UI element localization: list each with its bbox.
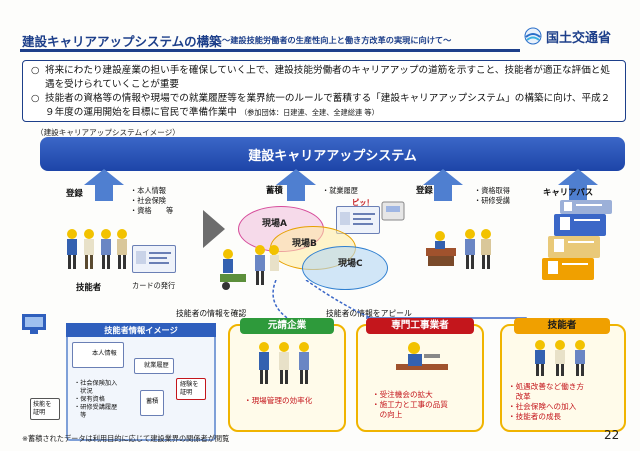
accumulation-label: 蓄積 (266, 185, 283, 195)
registration2-item: ・資格取得 (474, 186, 510, 195)
role-point: ・処遇改善など働き方 (508, 382, 584, 391)
proof-skill-line: 証明 (33, 409, 46, 416)
role-point: ・受注機会の拡大 (372, 390, 433, 399)
proof-skill-box (30, 398, 60, 420)
proof-exp-line: 経験を (180, 381, 199, 388)
info-personal-label: 本人情報 (92, 350, 117, 357)
role-points-worker: ・処遇改善など働き方 改革 ・社会保険への加入 ・技能者の成長 (508, 382, 584, 422)
registration2-item: ・研修受講 (474, 196, 510, 205)
bullet-text: 将来にわたり建設産業の担い手を確保していく上で、建設技能労働者のキャリアアップの… (45, 65, 610, 90)
registration-item: ・資格 等 (130, 206, 174, 215)
career-cards-illustration (542, 200, 612, 280)
page-title: 建設キャリアアップシステムの構築 (22, 34, 222, 49)
up-arrow-icon (558, 169, 598, 201)
registration-label: 登録 (66, 188, 83, 198)
bullet-note: （参加団体：日建連、全建、全建総連 等） (239, 108, 379, 117)
id-card-icon (136, 251, 171, 264)
construction-workers-illustration (67, 229, 127, 269)
training-workers-illustration (426, 229, 491, 269)
info-personal-box (72, 342, 124, 368)
role-point: ・技能者の成長 (508, 412, 562, 421)
flow-confirm-label: 技能者の情報を確認 (176, 309, 247, 318)
ministry-logo: 国土交通省 (524, 26, 628, 46)
registration2-items: ・資格取得 ・研修受講 (474, 186, 510, 206)
computer-icon (22, 314, 46, 334)
up-arrow-icon (84, 169, 124, 201)
registration-item: ・社会保険 (130, 196, 166, 205)
summary-bullet-2: ○ 技能者の資格等の情報や現場での就業履歴等を業界統一のルールで蓄積する「建設キ… (31, 92, 617, 120)
card-reader-icon (381, 201, 405, 221)
role-point: ・社会保険への加入 (508, 402, 577, 411)
accumulation-items: ・就業履歴 (322, 186, 358, 196)
info-qual-item: 状況 (74, 388, 93, 395)
info-qual-item: ・社会保険加入 (74, 380, 118, 387)
info-quals: ・社会保険加入 状況 ・保有資格 ・研修受講履歴 等 (74, 380, 117, 420)
id-card-touch (336, 206, 380, 234)
site-b-label: 現場B (292, 239, 317, 249)
bullet-text: 技能者の資格等の情報や現場での就業履歴等を業界統一のルールで蓄積する「建設キャリ… (45, 93, 611, 118)
site-c-circle (302, 246, 388, 290)
prime-workers-illustration (259, 342, 309, 384)
title-underline (20, 49, 520, 52)
info-qual-item: 等 (74, 412, 87, 419)
site-a-label: 現場A (262, 219, 287, 229)
proof-exp-label: 経験を 証明 (180, 381, 199, 397)
site-workers-illustration (220, 245, 279, 290)
chevron-right-icon (203, 210, 225, 248)
ministry-name: 国土交通省 (546, 31, 612, 46)
footnote: ※蓄積されたデータは利用目的に応じて建設業界の関係者が閲覧 (22, 434, 230, 443)
info-stamp-label: 蓄積 (146, 398, 159, 405)
info-history-box (134, 358, 174, 374)
role-point: ・施工力と工事の品質 (372, 400, 448, 409)
summary-bullet-1: ○ 将来にわたり建設産業の担い手を確保していく上で、建設技能労働者のキャリアアッ… (31, 64, 617, 92)
flow-appeal-label: 技能者の情報をアピール (326, 309, 412, 318)
info-stamp-box (140, 390, 164, 416)
proof-exp-box (176, 378, 206, 400)
specialist-worker-illustration (396, 342, 448, 370)
registration-items: ・本人情報 ・社会保険 ・資格 等 (130, 186, 173, 216)
proof-skill-label: 技能を 証明 (33, 401, 52, 417)
up-arrow-icon (276, 169, 316, 201)
page-number: 22 (604, 428, 620, 442)
ministry-mark-icon (524, 27, 542, 45)
worker-group-illustration (535, 340, 585, 376)
role-head-specialist: 専門工事業者 (366, 318, 474, 334)
role-point: の向上 (372, 410, 403, 419)
id-card (132, 245, 176, 273)
image-caption: （建設キャリアアップシステムイメージ） (36, 128, 180, 137)
info-history-label: 就業履歴 (144, 362, 169, 369)
info-qual-item: ・保有資格 (74, 396, 105, 403)
proof-exp-line: 証明 (180, 389, 193, 396)
summary-box: ○ 将来にわたり建設産業の担い手を確保していく上で、建設技能労働者のキャリアアッ… (22, 60, 626, 122)
proof-skill-line: 技能を (33, 401, 52, 408)
page-subtitle: ～建設技能労働者の生産性向上と働き方改革の実現に向けて～ (222, 35, 452, 45)
card-issue-label: カードの発行 (132, 281, 176, 290)
role-head-worker: 技能者 (514, 318, 610, 334)
role-head-prime: 元請企業 (240, 318, 334, 334)
registration-item: ・本人情報 (130, 186, 166, 195)
bullet-mark: ○ (31, 93, 40, 104)
system-banner: 建設キャリアアップシステム (40, 137, 625, 171)
touch-sound: ピッ！ (352, 198, 374, 207)
worker-label: 技能者 (76, 282, 102, 292)
id-card-icon (340, 212, 375, 225)
site-c-label: 現場C (338, 259, 363, 269)
bullet-mark: ○ (31, 65, 40, 76)
registration2-label: 登録 (416, 185, 433, 195)
career-path-label: キャリアパス (543, 187, 594, 197)
info-qual-item: ・研修受講履歴 (74, 404, 118, 411)
worker-info-title: 技能者情報イメージ (66, 323, 216, 337)
up-arrow-icon (423, 169, 463, 201)
role-point: 改革 (508, 392, 531, 401)
role-points-specialist: ・受注機会の拡大 ・施工力と工事の品質 の向上 (372, 390, 448, 420)
role-point: ・現場管理の効率化 (244, 396, 313, 405)
system-banner-title: 建設キャリアアップシステム (248, 149, 417, 164)
accumulation-item: ・就業履歴 (322, 186, 358, 195)
